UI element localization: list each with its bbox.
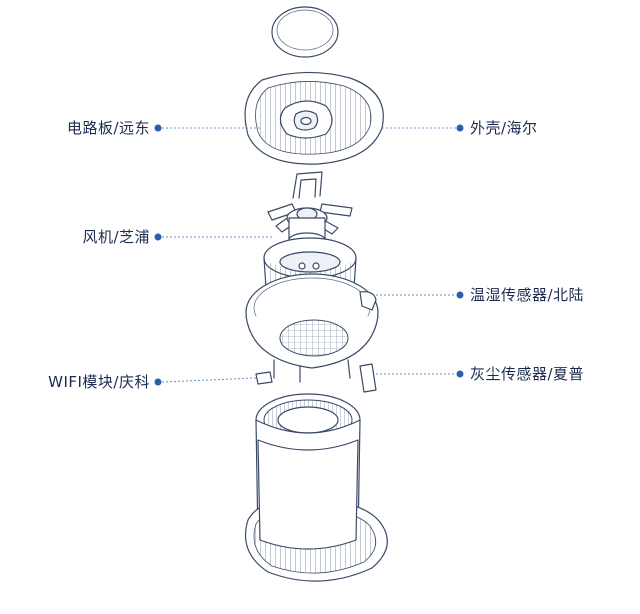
dot-circuit-board (154, 124, 162, 132)
dot-wifi-module (154, 378, 162, 386)
dot-fan (154, 233, 162, 241)
top-cover-disc (271, 6, 339, 58)
callout-temp-humidity-sensor: 温湿传感器/北陆 (470, 286, 585, 304)
top-grille (244, 71, 384, 165)
base (244, 439, 388, 582)
dot-shell (456, 124, 464, 132)
callout-fan: 风机/芝浦 (82, 228, 150, 246)
dust-sensor-part (359, 363, 377, 393)
callout-circuit-board: 电路板/远东 (66, 119, 150, 137)
housing-bowl (245, 273, 379, 383)
callout-shell: 外壳/海尔 (470, 119, 538, 137)
wifi-module-part (255, 371, 273, 385)
callout-wifi-module: WIFI模块/庆科 (48, 373, 150, 391)
leader-lines (161, 127, 456, 383)
dot-dust-sensor (456, 370, 464, 378)
dot-temp-humidity-sensor (456, 291, 464, 299)
callout-dots (154, 124, 464, 386)
callout-dust-sensor: 灰尘传感器/夏普 (470, 365, 585, 383)
